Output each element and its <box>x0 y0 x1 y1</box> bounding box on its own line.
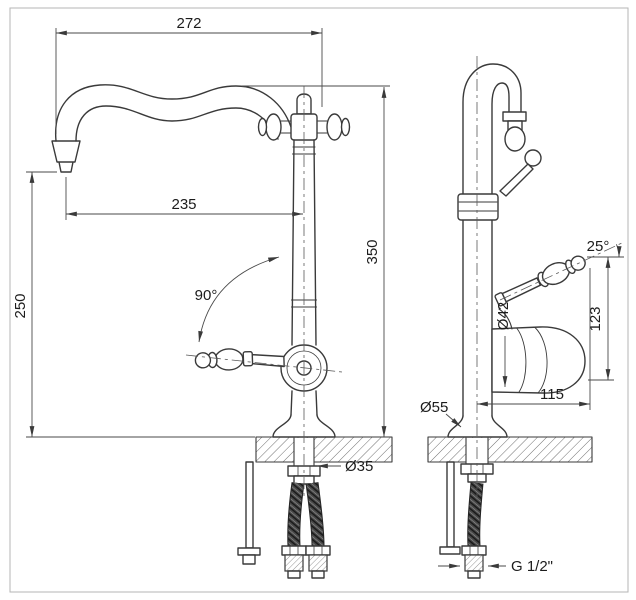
dia-55-label: Ø55 <box>420 399 448 416</box>
dim-272-label: 272 <box>176 15 201 32</box>
drawing-border <box>9 7 629 593</box>
diverter-lever-ball <box>524 149 542 167</box>
angle-arc-25 <box>615 244 622 258</box>
lever-axis-centerline <box>185 354 343 373</box>
diverter-knob-side <box>504 126 526 152</box>
lever-grip-ball <box>194 352 212 369</box>
angle-25-label: 25° <box>587 238 610 255</box>
mounting-stud <box>446 461 455 548</box>
mounting-stud-foot <box>439 546 461 555</box>
leader-dia55 <box>445 413 462 428</box>
diverter-knob-cap <box>340 117 351 137</box>
hose-connector <box>305 545 331 579</box>
mounting-stud-foot <box>237 547 261 556</box>
dimensions: 272 235 250 350 90° Ø35 25° 123 Ø42 <box>12 15 624 575</box>
spout-collar-lines <box>458 201 498 212</box>
countertop-side <box>427 436 593 463</box>
extension-lines-272 <box>55 28 323 134</box>
dim-250-label: 250 <box>12 293 29 318</box>
handle-neck <box>498 308 513 330</box>
supply-hose-braid <box>288 482 304 547</box>
thread-label: G 1/2" <box>511 558 553 575</box>
dia-42-label: Ø42 <box>495 302 512 330</box>
body-collar-lines <box>290 146 318 308</box>
diverter-knob <box>265 113 282 141</box>
mounting-nut-facets <box>297 465 311 477</box>
angle-90-label: 90° <box>195 287 218 304</box>
spout-end-cap <box>502 111 527 122</box>
centerlines <box>185 56 625 497</box>
dim-350-label: 350 <box>364 239 381 264</box>
lever-collar <box>242 350 254 367</box>
mounting-shank <box>293 437 315 469</box>
extension-lines-250 <box>26 171 255 438</box>
side-body-and-spout <box>462 63 522 417</box>
hose-connector <box>281 545 307 579</box>
diverter-arms <box>280 120 328 134</box>
dim-235-label: 235 <box>171 196 196 213</box>
mounting-nut-facets <box>470 463 484 475</box>
ceramic-handle-side <box>494 255 586 307</box>
valve-body-side <box>491 326 586 394</box>
valve-body-contours <box>516 327 548 394</box>
dim-123-label: 123 <box>587 306 604 331</box>
diverter-knob <box>326 113 343 141</box>
dia-35-label: Ø35 <box>345 458 373 475</box>
spout-collar <box>457 193 499 221</box>
mounting-stud <box>245 461 254 549</box>
mounting-stud-nut <box>242 554 256 565</box>
side-view <box>439 63 586 579</box>
diverter-lever-shaft <box>499 163 534 197</box>
spout-tip <box>51 140 81 173</box>
base-flare-side <box>447 415 508 438</box>
body-column <box>290 139 318 416</box>
hose-connector <box>461 545 487 579</box>
supply-hose-braid <box>306 482 324 547</box>
mounting-shank <box>465 437 489 467</box>
mounting-shank-fill <box>294 438 314 468</box>
spout-outline <box>54 84 292 142</box>
supply-hose-braid <box>468 482 483 547</box>
dim-115-label: 115 <box>540 386 564 403</box>
lever-grip-bulb <box>214 348 244 371</box>
rotation-arc-90 <box>198 256 280 343</box>
diverter-knob-cap <box>257 117 268 137</box>
lever-handle <box>194 348 285 371</box>
